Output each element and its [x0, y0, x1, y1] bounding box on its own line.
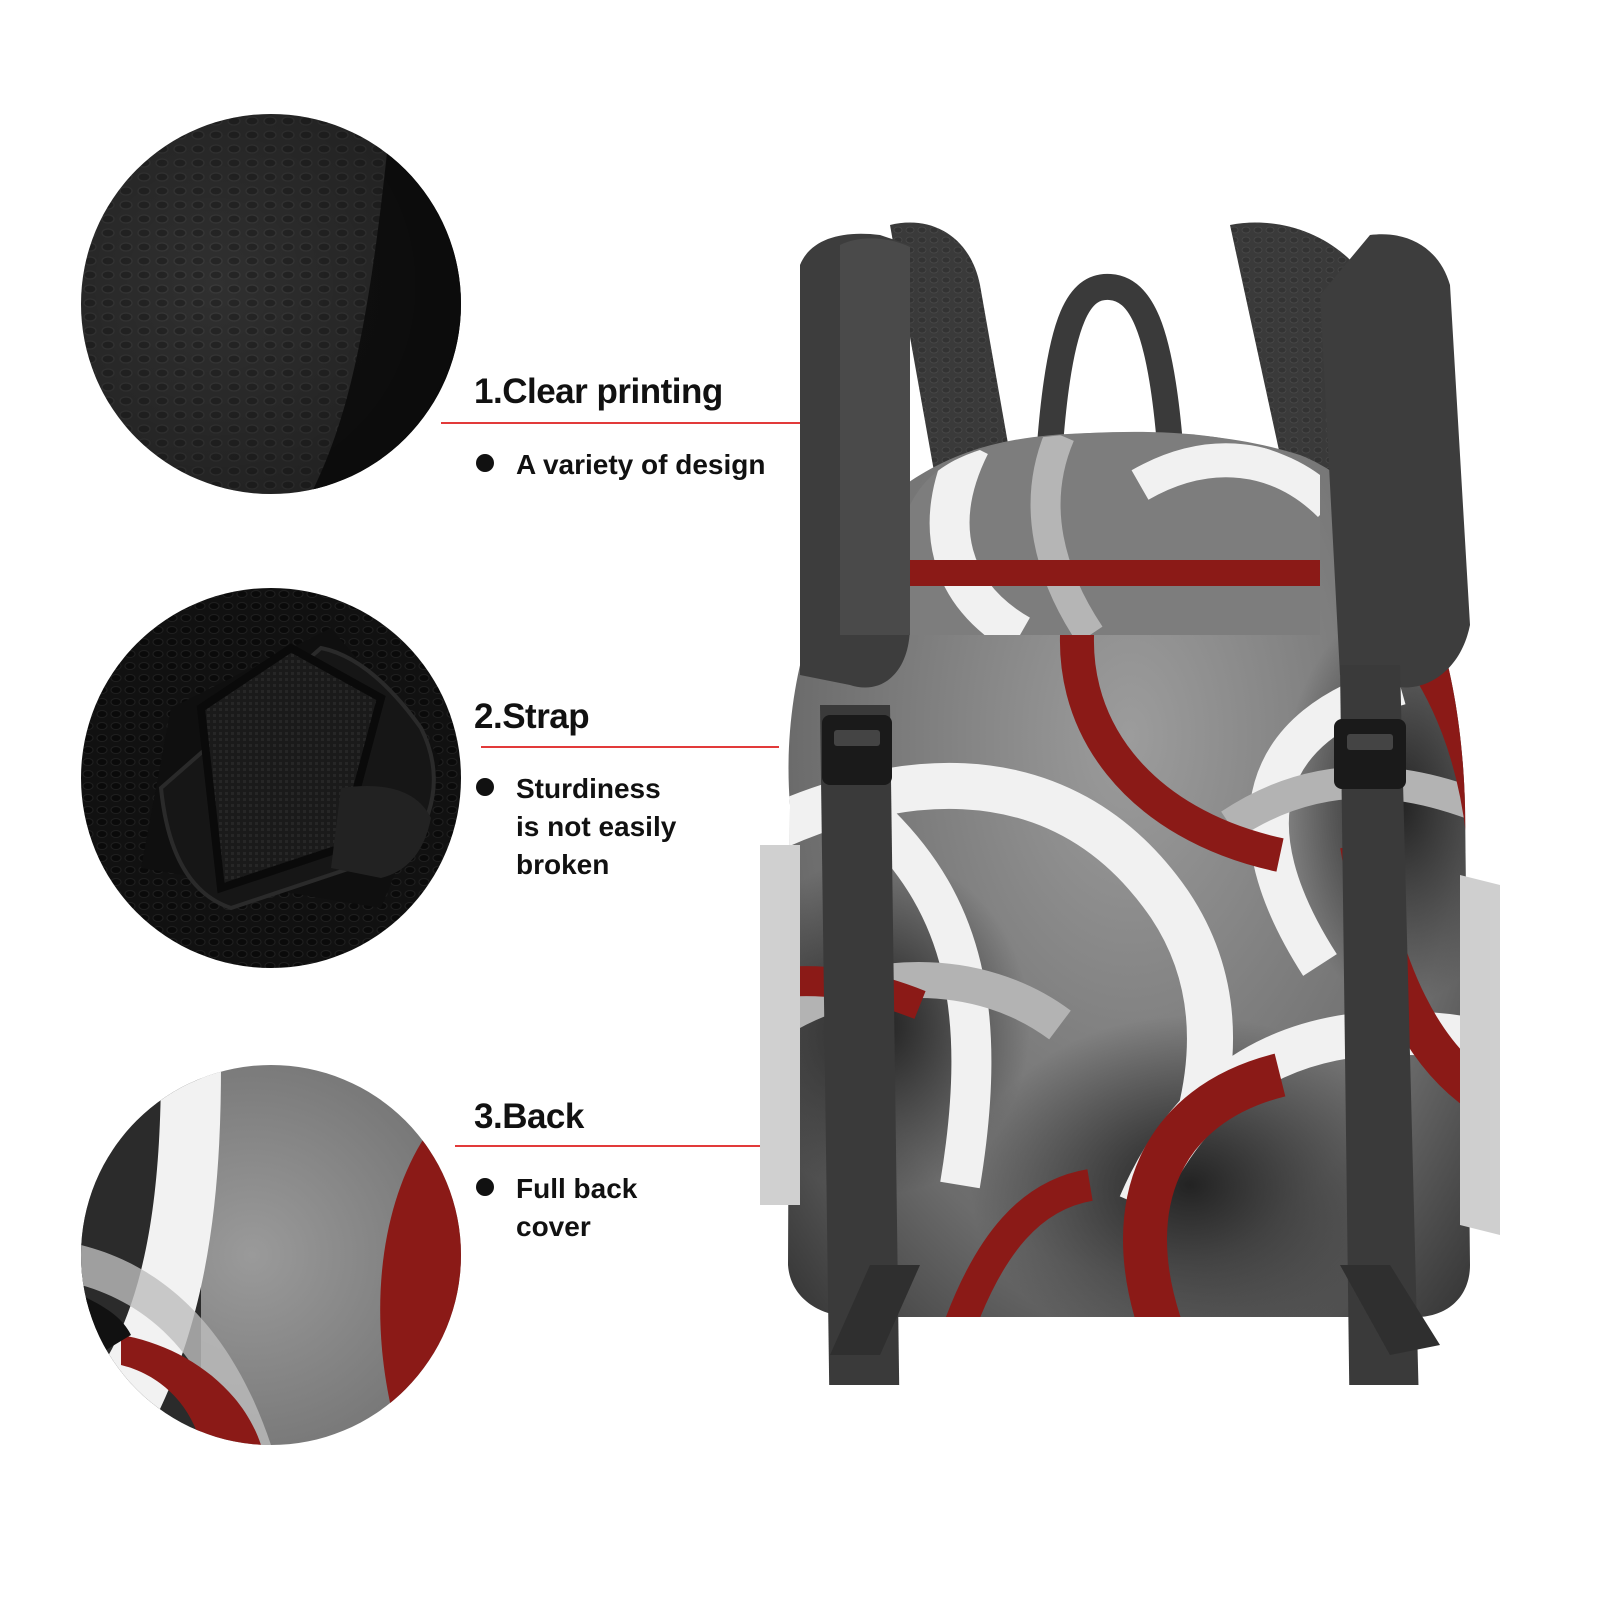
feature-1-title: 1.Clear printing [474, 372, 723, 411]
zoom-back-print-detail [81, 1065, 461, 1445]
feature-1-bullet-text: A variety of design [516, 449, 766, 480]
feature-1-bullet: A variety of design [476, 446, 765, 484]
feature-2-leader-line [481, 746, 779, 748]
bullet-dot-icon [476, 778, 494, 796]
feature-2-title: 2.Strap [474, 697, 590, 736]
feature-3-bullet: Full back cover [476, 1170, 637, 1246]
feature-2-bullet: Sturdiness is not easily broken [476, 770, 676, 884]
bullet-dot-icon [476, 1178, 494, 1196]
backpack-product-image [760, 205, 1500, 1445]
feature-2-bullet-text: Sturdiness is not easily broken [516, 773, 677, 880]
bullet-dot-icon [476, 454, 494, 472]
feature-3-bullet-text: Full back cover [516, 1173, 638, 1242]
zoom-mesh-detail [81, 114, 461, 494]
feature-1-leader-line [441, 422, 829, 424]
zoom-buckle-detail [81, 588, 461, 968]
feature-3-title: 3.Back [474, 1097, 584, 1136]
feature-3-leader-line [455, 1145, 1002, 1147]
